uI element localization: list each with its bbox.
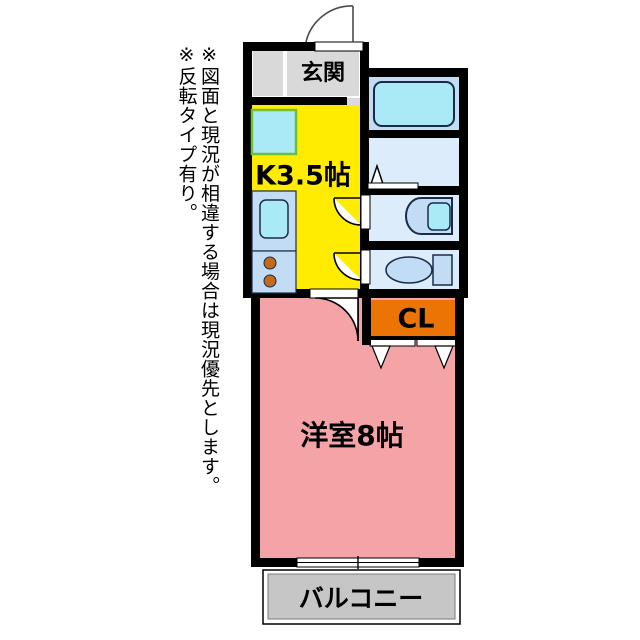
entrance-label: 玄関	[301, 60, 345, 86]
notes-block: ※図面と現況が相違する場合は現況優先とします。 ※反転タイプ有り。	[175, 44, 221, 564]
wall-right-lower	[455, 293, 464, 567]
wall-left-upper	[243, 42, 252, 298]
kitchen-stove	[251, 250, 297, 294]
wall-entry-right	[360, 42, 369, 80]
wall-vanity-toilet	[368, 241, 460, 250]
balcony-sliding-door[interactable]	[296, 556, 420, 569]
note-line-2: ※反転タイプ有り。	[175, 44, 198, 223]
washroom-door-threshold[interactable]	[360, 194, 371, 230]
washroom-door-swing-arc	[333, 197, 362, 226]
wall-wet-bottom	[360, 289, 464, 298]
main-room-label: 洋室8帖	[300, 419, 403, 452]
balcony-area: バルコニー	[262, 569, 461, 625]
wall-bath-laundry	[368, 130, 460, 138]
note-line-1: ※図面と現況が相違する場合は現況優先とします。	[198, 44, 221, 496]
room-swing-door[interactable]	[309, 288, 359, 342]
stove-burner-front	[263, 256, 277, 270]
closet-floor	[370, 300, 462, 338]
bathtub	[373, 81, 455, 127]
kitchen-fixtures	[250, 108, 298, 294]
wall-wet-top	[360, 68, 468, 77]
wall-laundry-vanity	[368, 186, 460, 195]
wet-area-group	[367, 76, 461, 292]
balcony-label: バルコニー	[299, 584, 424, 613]
wall-kitchen-wet-partition	[360, 77, 369, 293]
toilet-door-swing-arc	[333, 252, 362, 281]
washroom-swing-door[interactable]	[333, 194, 371, 230]
kitchen-label: K3.5帖	[255, 161, 351, 192]
entrance-door-threshold[interactable]	[314, 41, 364, 52]
laundry-floor	[367, 136, 461, 191]
wall-right-wet	[459, 68, 468, 298]
toilet-bowl	[385, 256, 433, 284]
toilet-swing-door[interactable]	[333, 249, 371, 285]
wall-left-lower	[251, 293, 260, 567]
entrance-door-swing-arc	[305, 5, 354, 43]
wall-closet-left	[362, 293, 371, 345]
toilet-tank	[432, 254, 453, 286]
laundry-opening[interactable]	[367, 182, 419, 190]
room-door-threshold[interactable]	[309, 288, 359, 299]
toilet-door-threshold[interactable]	[360, 249, 371, 285]
wall-kitchen-room	[251, 289, 364, 298]
wall-closet-bottom	[370, 336, 462, 340]
closet-door-arrow-left	[371, 345, 391, 370]
room-door-swing-arc	[314, 297, 359, 342]
closet-label: CL	[397, 304, 434, 335]
balcony-floor	[267, 573, 456, 620]
stove-burner-back	[263, 274, 277, 288]
vanity-basin	[427, 202, 451, 231]
kitchen-sink-basin	[259, 199, 289, 239]
wall-entrance-kitchen	[251, 97, 347, 105]
entrance-swing-door[interactable]	[305, 5, 364, 52]
kitchen-window-pane	[250, 108, 298, 156]
shoe-box	[251, 48, 285, 98]
closet-door-arrow-right	[434, 345, 454, 370]
wall-top	[243, 42, 369, 51]
